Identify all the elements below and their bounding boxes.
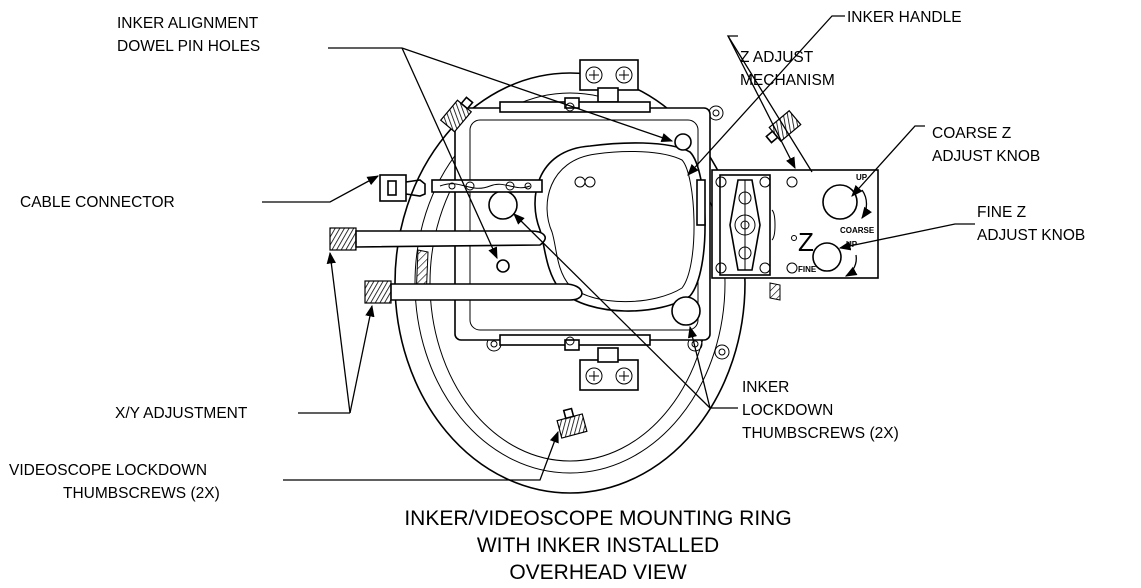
inker-body (454, 97, 711, 351)
diagram-caption: INKER/VIDEOSCOPE MOUNTING RING WITH INKE… (404, 507, 791, 584)
label-videoscope-2: THUMBSCREWS (2X) (63, 485, 220, 502)
label-z-adjust-1: Z ADJUST (740, 49, 814, 66)
leader-lines (262, 15, 975, 481)
caption-line-1: INKER/VIDEOSCOPE MOUNTING RING (404, 507, 791, 530)
caption-line-2: WITH INKER INSTALLED (477, 534, 719, 557)
z-marking: Z (798, 227, 814, 257)
label-z-adjust-2: MECHANISM (740, 72, 835, 89)
label-inker-lockdown-3: THUMBSCREWS (2X) (742, 425, 899, 442)
label-inker-lockdown-2: LOCKDOWN (742, 402, 833, 419)
label-inker-alignment-1: INKER ALIGNMENT (117, 15, 259, 32)
coarse-marking: COARSE (840, 226, 875, 235)
label-coarse-1: COARSE Z (932, 125, 1011, 142)
inker-lockdown-thumbscrew-left (488, 190, 518, 220)
label-xy-adjustment: X/Y ADJUSTMENT (115, 405, 248, 422)
label-inker-handle: INKER HANDLE (847, 9, 962, 26)
coarse-z-adjust-knob (822, 184, 858, 220)
label-cable-connector: CABLE CONNECTOR (20, 194, 175, 211)
top-clamp (579, 59, 639, 103)
bottom-clamp (579, 347, 639, 391)
inker-lockdown-thumbscrew-right (671, 296, 701, 326)
fine-marking: FINE (798, 265, 817, 274)
label-fine-1: FINE Z (977, 204, 1026, 221)
callout-labels: INKER ALIGNMENT DOWEL PIN HOLES INKER HA… (9, 9, 1085, 502)
label-videoscope-1: VIDEOSCOPE LOCKDOWN (9, 462, 207, 479)
label-coarse-2: ADJUST KNOB (932, 148, 1040, 165)
up-marking-fine: UP (846, 240, 858, 249)
label-inker-lockdown-1: INKER (742, 379, 789, 396)
up-marking-coarse: UP (856, 173, 868, 182)
z-adjust-mechanism: Z COARSE FINE UP UP (711, 169, 879, 279)
label-inker-alignment-2: DOWEL PIN HOLES (117, 38, 260, 55)
dowel-pin-hole-top (674, 133, 692, 151)
dowel-pin-hole-left (496, 259, 510, 273)
caption-line-3: OVERHEAD VIEW (509, 561, 687, 584)
cable-connector (379, 174, 543, 202)
xy-adjustment-shafts (329, 227, 583, 304)
ring-thumbscrews (439, 96, 802, 439)
label-fine-2: ADJUST KNOB (977, 227, 1085, 244)
fine-z-adjust-knob (812, 242, 842, 272)
